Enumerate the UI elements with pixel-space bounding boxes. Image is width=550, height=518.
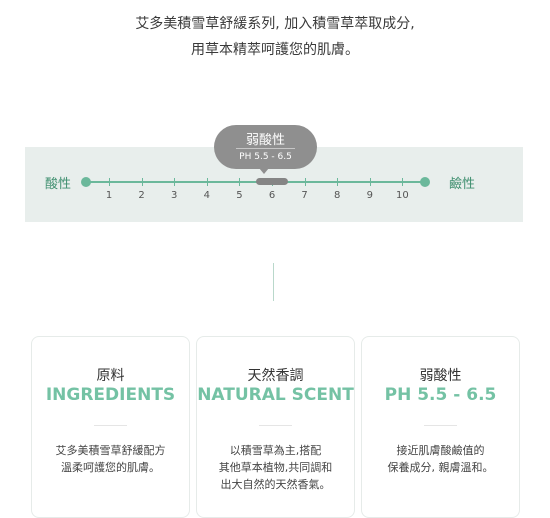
intro-line-1: 艾多美積雪草舒緩系列, 加入積雪草萃取成分, xyxy=(135,16,415,32)
ph-tick-label: 7 xyxy=(301,190,308,201)
ph-tick-label: 9 xyxy=(366,190,373,201)
ph-tick xyxy=(304,178,306,186)
card-description: 以積雪草為主,搭配 其他草本植物,共同調和 出大自然的天然香氣。 xyxy=(197,442,354,493)
ph-bubble: 弱酸性 PH 5.5 - 6.5 xyxy=(214,125,317,169)
card-title-zh: 天然香調 xyxy=(247,368,304,384)
ph-tick-label: 5 xyxy=(236,190,243,201)
card-divider xyxy=(94,425,127,426)
ph-tick xyxy=(109,178,110,186)
card-desc-line: 艾多美積雪草舒緩配方 xyxy=(55,444,166,457)
ph-tick xyxy=(337,178,339,186)
ph-alkaline-label: 鹼性 xyxy=(449,177,476,192)
ph-tick-label: 4 xyxy=(203,190,210,201)
ph-tick-label: 10 xyxy=(396,190,409,201)
card-desc-line: 保養成分, 親膚溫和。 xyxy=(387,461,494,474)
section-connector-line xyxy=(273,263,274,301)
ph-bubble-divider xyxy=(236,148,295,149)
card-title-zh: 弱酸性 xyxy=(419,368,462,384)
card-divider xyxy=(424,425,457,426)
ph-highlight-range xyxy=(255,178,289,185)
card-title-en: NATURAL SCENT xyxy=(197,385,354,405)
card-description: 艾多美積雪草舒緩配方 溫柔呵護您的肌膚。 xyxy=(32,442,189,476)
card-desc-line: 接近肌膚酸鹼值的 xyxy=(396,444,485,457)
ph-tick-label: 2 xyxy=(138,190,145,201)
card-desc-line: 其他草本植物,共同調和 xyxy=(218,461,333,474)
ph-tick xyxy=(239,178,241,186)
card-ingredients: 原料 INGREDIENTS 艾多美積雪草舒緩配方 溫柔呵護您的肌膚。 xyxy=(31,336,190,518)
intro-line-2: 用草本精萃呵護您的肌膚。 xyxy=(191,42,359,58)
ph-tick xyxy=(174,178,176,186)
card-desc-line: 溫柔呵護您的肌膚。 xyxy=(61,461,160,474)
ph-tick-label: 1 xyxy=(105,190,113,201)
ph-tick xyxy=(141,178,143,186)
ph-tick-label: 3 xyxy=(171,190,178,201)
card-weak-acid: 弱酸性 PH 5.5 - 6.5 接近肌膚酸鹼值的 保養成分, 親膚溫和。 xyxy=(361,336,520,518)
card-description: 接近肌膚酸鹼值的 保養成分, 親膚溫和。 xyxy=(362,442,519,476)
ph-tick-label: 8 xyxy=(334,190,341,201)
ph-tick xyxy=(369,178,371,186)
ph-bubble-pointer xyxy=(259,168,269,174)
card-title-en: PH 5.5 - 6.5 xyxy=(384,385,497,405)
ph-tick xyxy=(402,178,404,186)
card-divider xyxy=(259,425,292,426)
card-desc-line: 以積雪草為主,搭配 xyxy=(229,444,322,457)
card-title-zh: 原料 xyxy=(96,368,125,384)
ph-bubble-range: PH 5.5 - 6.5 xyxy=(239,152,292,162)
ph-bubble-title: 弱酸性 xyxy=(245,133,285,148)
ph-tick xyxy=(206,178,208,186)
card-title-en: INGREDIENTS xyxy=(45,385,176,405)
card-desc-line: 出大自然的天然香氣。 xyxy=(220,478,331,491)
card-natural-scent: 天然香調 NATURAL SCENT 以積雪草為主,搭配 其他草本植物,共同調和… xyxy=(196,336,355,518)
ph-tick-label: 6 xyxy=(268,190,276,201)
ph-scale-line xyxy=(86,181,425,183)
ph-scale-left-dot xyxy=(81,177,91,187)
ph-acid-label: 酸性 xyxy=(45,177,72,192)
ph-scale-right-dot xyxy=(420,177,430,187)
